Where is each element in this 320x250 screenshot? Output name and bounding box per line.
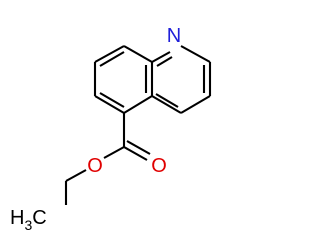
nitrogen-label: N xyxy=(167,25,181,47)
bond-n-c2 xyxy=(180,45,211,63)
methyl-label: H3C xyxy=(10,207,47,233)
bond-c8a-n-inner xyxy=(156,56,173,67)
bond-ester-o-ch2 xyxy=(65,169,87,182)
bond-c8-c7-inner xyxy=(99,51,125,67)
bond-c8a-c8 xyxy=(123,45,153,63)
bond-c8-c7 xyxy=(94,45,125,63)
ester-oxygen-label: O xyxy=(87,155,103,177)
bond-carbonyl-o-2 xyxy=(126,140,151,155)
bond-c5-c4a xyxy=(123,95,153,114)
bond-c6-c5-inner xyxy=(99,92,125,108)
bond-carbonyl-o-1 xyxy=(123,146,148,161)
structure-diagram: N O O H3C xyxy=(10,25,212,233)
methyl-c: C xyxy=(32,207,46,229)
bond-c4-c4a xyxy=(151,95,182,114)
methyl-subscript: 3 xyxy=(24,217,32,233)
molecule-canvas: N O O H3C xyxy=(10,25,212,233)
methyl-h: H xyxy=(10,207,24,229)
carbonyl-oxygen-label: O xyxy=(151,155,167,177)
bond-c3-c4 xyxy=(180,95,211,114)
bond-c8a-n xyxy=(151,51,171,63)
bond-c6-c5 xyxy=(94,95,125,114)
bond-c4-c4a-inner xyxy=(155,93,179,108)
bond-carbonyl-ester-o xyxy=(103,146,125,159)
